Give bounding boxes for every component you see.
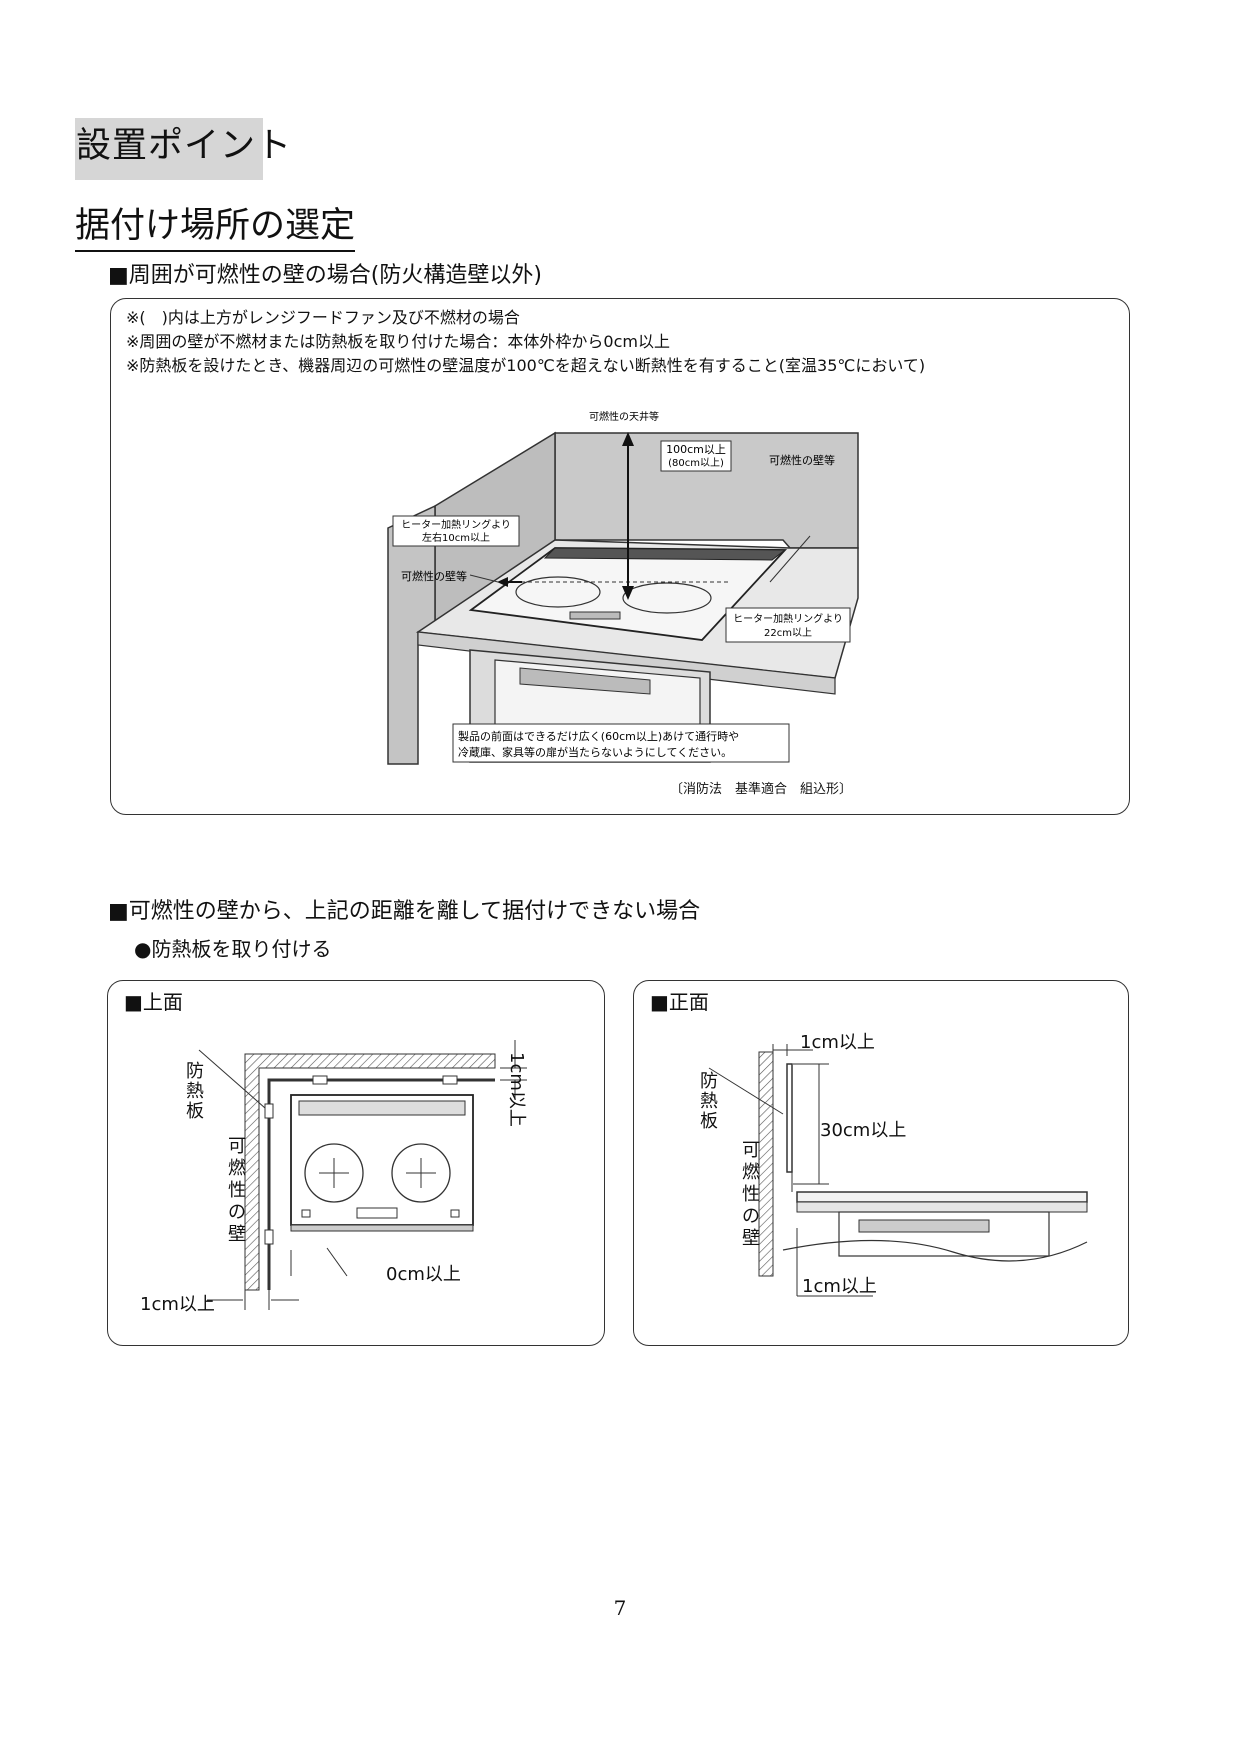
control-panel <box>569 611 621 620</box>
cabinet-body <box>838 1211 1050 1257</box>
front-view-panel <box>633 980 1129 1346</box>
note-3: ※防熱板を設けたとき、機器周辺の可燃性の壁温度が100℃を超えない断熱性を有する… <box>126 356 926 375</box>
countertop-edge <box>417 631 836 695</box>
control-panel <box>356 1207 398 1219</box>
dim-line <box>326 1247 348 1277</box>
front-note-box <box>452 723 790 763</box>
grill-drawer <box>858 1219 990 1233</box>
rear-ring-box <box>725 607 851 643</box>
front-view-dim-bottom: 1cm以上 <box>802 1276 877 1297</box>
ceiling-label: 可燃性の天井等 <box>589 410 659 423</box>
front-note-line1: 製品の前面はできるだけ広く(60cm以上)あけて通行時や <box>458 729 739 743</box>
section2-heading: ■可燃性の壁から、上記の距離を離して据付けできない場合 <box>108 899 701 924</box>
top-view-shield-label: 防熱板 <box>186 1061 204 1122</box>
front-view-dim-height: 30cm以上 <box>820 1120 907 1141</box>
rear-ring-line2: 22cm以上 <box>764 627 812 639</box>
spacer <box>264 1103 274 1119</box>
spacer <box>264 1229 274 1245</box>
side-ring-box <box>392 515 520 547</box>
combustible-wall-hatch <box>758 1051 774 1277</box>
top-view-dim-back: 1cm以上 <box>506 1052 527 1127</box>
arrow-head-down <box>622 586 634 600</box>
top-clearance-box <box>660 440 732 472</box>
top-view-title: ■上面 <box>124 990 183 1014</box>
top-view-dim-side: 1cm以上 <box>140 1294 215 1315</box>
cooktop-top-view <box>290 1094 474 1226</box>
note-2: ※周囲の壁が不燃材または防熱板を取り付けた場合：本体外枠から0cm以上 <box>126 332 670 351</box>
section-title: 設置ポイント <box>76 126 293 166</box>
front-view-diagram <box>708 1044 1088 1297</box>
right-burner <box>391 1143 451 1203</box>
top-view-dim-front: 0cm以上 <box>386 1264 461 1285</box>
cooktop-body <box>796 1191 1088 1203</box>
side-ring-line2: 左右10cm以上 <box>422 531 490 544</box>
arrow-head-up <box>622 432 634 446</box>
wall-label-right: 可燃性の壁等 <box>769 453 835 467</box>
fire-law-footnote: 〔消防法 基準適合 組込形〕 <box>670 782 853 797</box>
shield-leader <box>708 1067 784 1115</box>
rear-ring-line1: ヒーター加熱リングより <box>733 612 843 625</box>
section1-heading: ■周囲が可燃性の壁の場合(防火構造壁以外) <box>108 263 542 288</box>
front-edge <box>290 1224 474 1232</box>
knob <box>301 1209 311 1218</box>
front-view-dim-top: 1cm以上 <box>800 1032 875 1053</box>
heat-shield-plate <box>267 1078 495 1290</box>
side-leader <box>469 574 499 583</box>
cooktop-vent <box>543 547 787 561</box>
page-subtitle: 据付け場所の選定 <box>75 204 356 252</box>
top-view-wall-label: 可燃性の壁 <box>228 1136 246 1245</box>
front-view-wall-label: 可燃性の壁 <box>742 1140 760 1249</box>
front-view-shield-label: 防熱板 <box>700 1071 718 1132</box>
heat-shield-bullet: ●防熱板を取り付ける <box>134 937 332 961</box>
section-title-background <box>75 118 263 180</box>
page-number: 7 <box>613 1596 627 1620</box>
heat-shield-plate <box>786 1063 793 1173</box>
left-burner <box>304 1143 364 1203</box>
wall-label-left: 可燃性の壁等 <box>401 569 467 583</box>
right-burner-ring <box>622 582 712 614</box>
front-note-line2: 冷蔵庫、家具等の扉が当たらないようにしてください。 <box>458 745 732 759</box>
note-1: ※( )内は上方がレンジフードファン及び不燃材の場合 <box>126 308 520 327</box>
knob <box>450 1209 460 1218</box>
side-arrow-head <box>497 577 508 587</box>
top-clearance-alt-label: (80cm以上) <box>668 457 724 469</box>
vent-grille <box>298 1100 466 1116</box>
shield-leader <box>198 1049 266 1109</box>
side-ring-line1: ヒーター加熱リングより <box>401 518 511 531</box>
rear-leader <box>769 535 811 583</box>
grill-drawer <box>519 667 651 695</box>
top-clearance-label: 100cm以上 <box>666 443 726 456</box>
cooktop-frame <box>796 1201 1088 1213</box>
left-burner-ring <box>515 576 601 608</box>
front-view-title: ■正面 <box>650 990 709 1014</box>
spacer <box>312 1075 328 1085</box>
break-line <box>782 1239 1088 1262</box>
top-view-diagram <box>198 1040 527 1310</box>
spacer <box>442 1075 458 1085</box>
